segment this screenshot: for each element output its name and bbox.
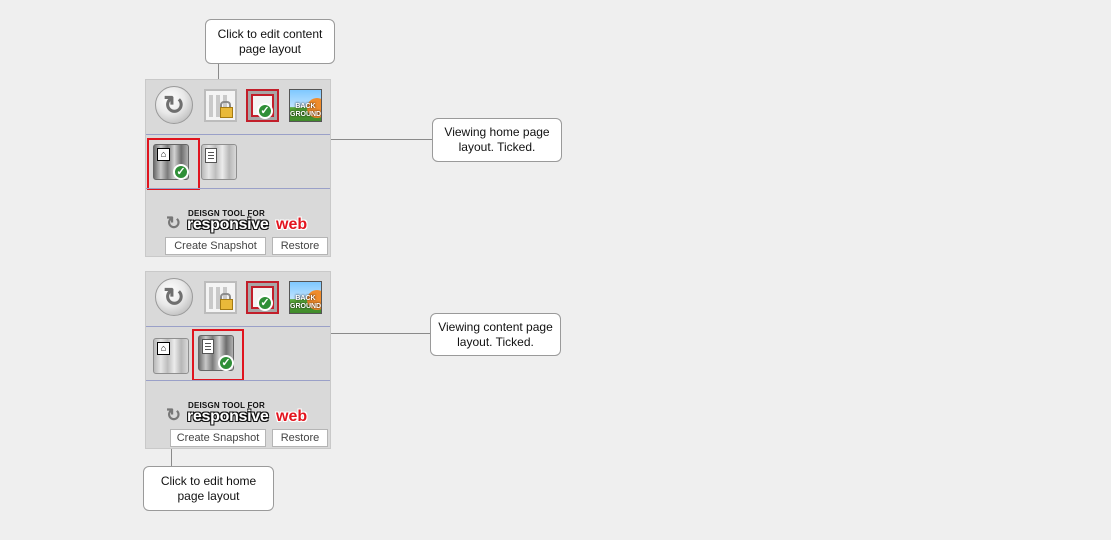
home-layout-icon: ⌂	[157, 148, 170, 161]
check-icon: ✓	[257, 295, 273, 311]
background-button[interactable]: BACK GROUND	[289, 89, 322, 122]
create-snapshot-button[interactable]: Create Snapshot	[170, 429, 266, 447]
callout-viewing-home-text: Viewing home page layout. Ticked.	[444, 125, 550, 154]
content-layout-button[interactable]: ✓	[198, 335, 234, 371]
grid-lock-button[interactable]	[204, 281, 237, 314]
callout-viewing-home: Viewing home page layout. Ticked.	[432, 118, 562, 162]
lock-icon	[220, 293, 231, 301]
divider	[146, 134, 330, 135]
brand-small-text: DEISGN TOOL FOR	[188, 209, 265, 218]
restore-button[interactable]: Restore	[272, 237, 328, 255]
callout-viewing-content-text: Viewing content page layout. Ticked.	[438, 319, 553, 349]
lock-icon	[220, 101, 231, 109]
content-layout-icon	[202, 339, 214, 354]
restore-button[interactable]: Restore	[272, 429, 328, 447]
check-icon: ✓	[257, 103, 273, 119]
background-label: BACK GROUND	[290, 295, 322, 310]
check-icon: ✓	[173, 164, 189, 180]
brand-web-text: web	[276, 408, 308, 425]
home-layout-button[interactable]: ⌂ ✓	[153, 144, 189, 180]
refresh-button[interactable]: ↻	[155, 278, 193, 316]
callout-edit-content-page: Click to edit content page layout	[205, 19, 335, 64]
divider	[146, 188, 330, 189]
refresh-icon: ↻	[163, 281, 185, 312]
brand-logo: ↻ DEISGN TOOL FOR responsive web	[166, 401, 316, 425]
brand-refresh-icon: ↻	[166, 405, 182, 425]
content-layout-button[interactable]	[201, 144, 237, 180]
refresh-icon: ↻	[163, 89, 185, 120]
layout-check-button[interactable]: ✓	[246, 89, 279, 122]
layout-check-button[interactable]: ✓	[246, 281, 279, 314]
panel-toolbar: ↻ ✓ BACK GROUND	[146, 80, 330, 134]
brand-responsive-text: responsive	[187, 408, 269, 425]
grid-lock-button[interactable]	[204, 89, 237, 122]
brand-responsive-text: responsive	[187, 216, 269, 233]
create-snapshot-button[interactable]: Create Snapshot	[165, 237, 266, 255]
brand-small-text: DEISGN TOOL FOR	[188, 401, 265, 410]
callout-edit-content-text: Click to edit content page layout	[217, 26, 323, 56]
refresh-button[interactable]: ↻	[155, 86, 193, 124]
callout-edit-home-page: Click to edit home page layout	[143, 466, 274, 511]
brand-refresh-icon: ↻	[166, 213, 182, 233]
selected-layout-frame	[147, 138, 200, 190]
design-panel-home-selected: ↻ ✓ BACK GROUND ⌂ ✓ ↻ DEISGN TOOL FOR re…	[145, 79, 331, 257]
check-icon: ✓	[218, 355, 234, 371]
home-layout-button[interactable]: ⌂	[153, 338, 189, 374]
brand-web-text: web	[276, 216, 308, 233]
content-layout-icon	[205, 148, 217, 163]
panel-toolbar: ↻ ✓ BACK GROUND	[146, 272, 330, 326]
home-layout-icon: ⌂	[157, 342, 170, 355]
connector-line	[252, 333, 430, 334]
callout-edit-home-text: Click to edit home page layout	[160, 473, 257, 503]
divider	[146, 380, 330, 381]
design-panel-content-selected: ↻ ✓ BACK GROUND ⌂ ✓ ↻ DEISGN TOOL FOR re…	[145, 271, 331, 449]
brand-logo: ↻ DEISGN TOOL FOR responsive web	[166, 209, 316, 233]
background-label: BACK GROUND	[290, 103, 322, 118]
callout-viewing-content: Viewing content page layout. Ticked.	[430, 313, 561, 356]
background-button[interactable]: BACK GROUND	[289, 281, 322, 314]
divider	[146, 326, 330, 327]
